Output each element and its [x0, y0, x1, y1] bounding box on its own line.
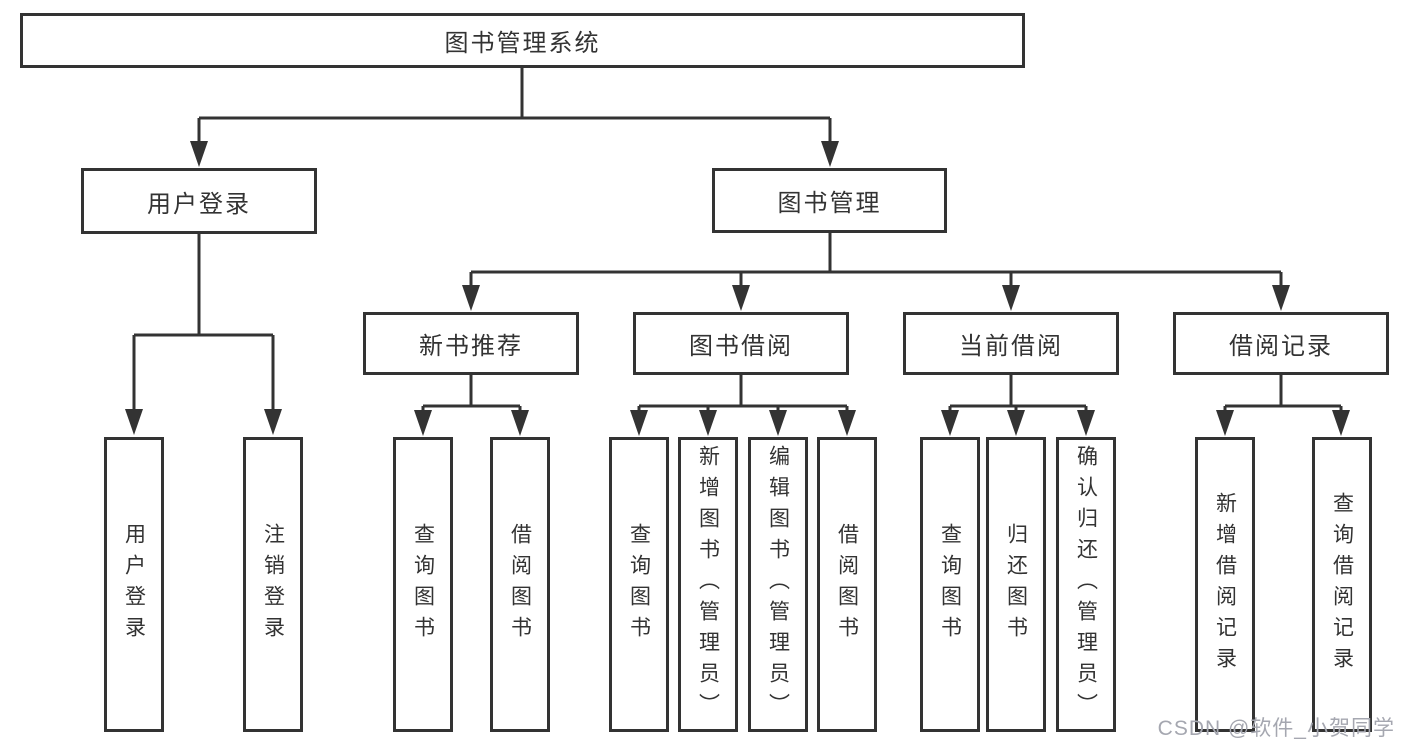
node-library-system-label: 图书管理系统	[444, 30, 601, 57]
leaf-borrow-books-recommend-label: 借阅图书	[508, 522, 532, 647]
node-borrowing-records-label: 借阅记录	[1229, 333, 1333, 360]
leaf-edit-book-admin: 编辑图书（管理员）	[748, 437, 808, 732]
node-current-borrowing: 当前借阅	[903, 312, 1119, 375]
leaf-return-books-label: 归还图书	[1004, 522, 1028, 647]
leaf-borrow-books-borrowing: 借阅图书	[817, 437, 877, 732]
leaf-borrow-books-borrowing-label: 借阅图书	[835, 522, 859, 647]
leaf-query-books-current-label: 查询图书	[938, 522, 962, 647]
leaf-logout: 注销登录	[243, 437, 303, 732]
node-book-management: 图书管理	[712, 168, 947, 233]
node-book-borrowing-label: 图书借阅	[689, 333, 793, 360]
leaf-query-books-borrowing: 查询图书	[609, 437, 669, 732]
leaf-borrow-books-recommend: 借阅图书	[490, 437, 550, 732]
leaf-return-books: 归还图书	[986, 437, 1046, 732]
leaf-query-books-recommend: 查询图书	[393, 437, 453, 732]
leaf-logout-label: 注销登录	[261, 522, 285, 647]
csdn-watermark: CSDN @软件_小贺同学	[1157, 717, 1395, 740]
leaf-user-login: 用户登录	[104, 437, 164, 732]
leaf-add-book-admin-label: 新增图书（管理员）	[696, 445, 720, 724]
node-book-borrowing: 图书借阅	[633, 312, 849, 375]
node-library-system: 图书管理系统	[20, 13, 1025, 68]
node-book-management-label: 图书管理	[777, 190, 882, 217]
node-new-book-recommendation: 新书推荐	[363, 312, 579, 375]
leaf-query-books-borrowing-label: 查询图书	[627, 522, 651, 647]
leaf-add-borrow-record: 新增借阅记录	[1195, 437, 1255, 732]
leaf-query-borrow-record: 查询借阅记录	[1312, 437, 1372, 732]
node-user-login: 用户登录	[81, 168, 317, 234]
leaf-confirm-return-admin-label: 确认归还（管理员）	[1074, 445, 1098, 724]
node-new-book-recommendation-label: 新书推荐	[419, 333, 523, 360]
leaf-add-borrow-record-label: 新增借阅记录	[1213, 491, 1237, 678]
leaf-query-borrow-record-label: 查询借阅记录	[1330, 491, 1354, 678]
leaf-confirm-return-admin: 确认归还（管理员）	[1056, 437, 1116, 732]
leaf-query-books-current: 查询图书	[920, 437, 980, 732]
leaf-user-login-label: 用户登录	[122, 522, 146, 647]
leaf-query-books-recommend-label: 查询图书	[411, 522, 435, 647]
node-current-borrowing-label: 当前借阅	[959, 333, 1063, 360]
leaf-add-book-admin: 新增图书（管理员）	[678, 437, 738, 732]
node-user-login-label: 用户登录	[147, 190, 251, 218]
leaf-edit-book-admin-label: 编辑图书（管理员）	[766, 445, 790, 724]
node-borrowing-records: 借阅记录	[1173, 312, 1389, 375]
